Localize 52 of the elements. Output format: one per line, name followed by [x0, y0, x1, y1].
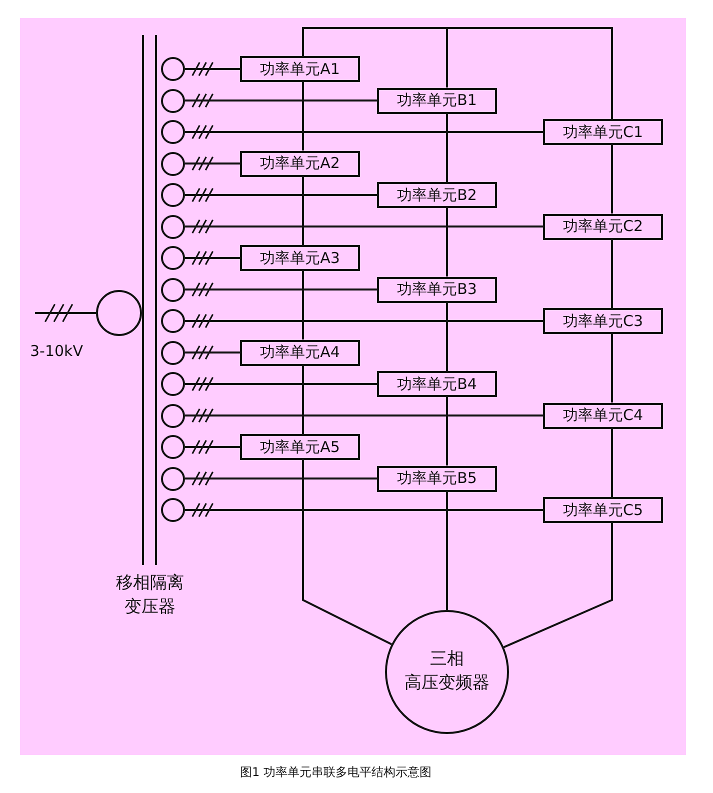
connector-line — [611, 240, 613, 308]
connector-line — [611, 428, 613, 497]
connector-line — [185, 68, 240, 70]
power-unit-box: 功率单元C1 — [543, 119, 663, 145]
connector-line — [446, 397, 448, 466]
node-text: 三相 — [430, 648, 464, 672]
connector-line — [302, 460, 392, 646]
connector-line — [302, 176, 304, 245]
power-unit-box: 功率单元B3 — [377, 276, 497, 302]
connector-line — [185, 226, 543, 228]
power-unit-box: 功率单元A1 — [240, 56, 360, 82]
power-unit-box: 功率单元C4 — [543, 402, 663, 428]
connector-line — [185, 131, 543, 133]
connector-line — [302, 366, 304, 434]
connector-line — [503, 523, 613, 648]
connector-line — [185, 162, 240, 164]
power-unit-box: 功率单元C2 — [543, 214, 663, 240]
connector-line — [446, 27, 613, 119]
power-unit-box: 功率单元B1 — [377, 88, 497, 114]
power-unit-box: 功率单元C3 — [543, 308, 663, 334]
connector-line — [185, 320, 543, 322]
connector-line — [302, 271, 304, 340]
connector-line — [446, 302, 448, 371]
power-unit-box: 功率单元A3 — [240, 245, 360, 271]
connector-line — [611, 334, 613, 402]
connector-line — [185, 509, 543, 511]
connector-line — [611, 145, 613, 214]
power-unit-box: 功率单元C5 — [543, 497, 663, 523]
connector-line — [185, 446, 240, 448]
connector-line — [302, 82, 304, 150]
connector-line — [185, 257, 240, 259]
connector-line — [446, 114, 448, 182]
transformer-label: 移相隔离变压器 — [116, 572, 184, 619]
power-unit-box: 功率单元A2 — [240, 150, 360, 176]
node-text: 高压变频器 — [404, 672, 490, 695]
power-unit-box: 功率单元B2 — [377, 182, 497, 208]
connector-line — [446, 492, 448, 610]
figure-caption: 图1 功率单元串联多电平结构示意图 — [240, 764, 432, 781]
voltage-label: 3-10kV — [30, 342, 84, 360]
connector-line — [446, 208, 448, 276]
connector-line — [185, 383, 377, 385]
connector-line — [185, 288, 377, 290]
connector-line — [185, 100, 377, 102]
connector-line — [185, 414, 543, 416]
power-unit-box: 功率单元B5 — [377, 466, 497, 492]
connector-line — [185, 478, 377, 480]
power-unit-box: 功率单元B4 — [377, 371, 497, 397]
power-unit-box: 功率单元A5 — [240, 434, 360, 460]
connector-line — [185, 194, 377, 196]
power-unit-box: 功率单元A4 — [240, 340, 360, 366]
connector-line — [35, 312, 96, 314]
connector-line — [185, 352, 240, 354]
